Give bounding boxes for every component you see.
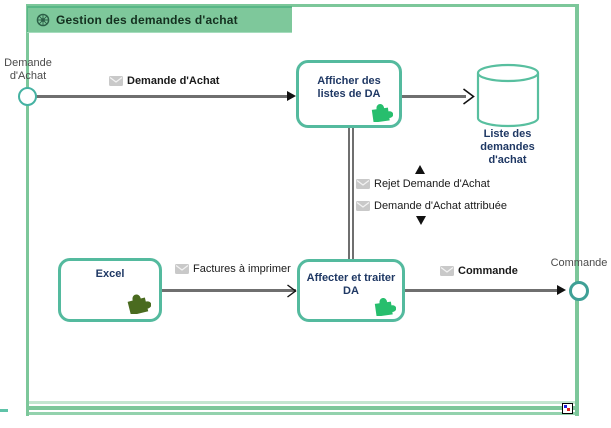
open-arrowhead-icon (287, 284, 297, 298)
up-arrow-icon (415, 165, 425, 174)
envelope-icon (175, 264, 189, 274)
end-event-commande[interactable] (569, 281, 589, 301)
task-affecter-traiter-da[interactable]: Affecter et traiter DA (297, 259, 405, 322)
collapsed-lane-line-3 (29, 412, 575, 415)
envelope-icon (356, 179, 370, 189)
puzzle-icon (127, 294, 151, 314)
envelope-icon (356, 201, 370, 211)
task-afficher-listes-da[interactable]: Afficher des listes de DA (296, 60, 402, 128)
task-label: Affecter et traiter DA (306, 272, 396, 297)
pool-border-right (575, 4, 579, 416)
start-event-demande-achat[interactable] (18, 87, 37, 106)
down-arrow-icon (416, 216, 426, 225)
task-excel[interactable]: Excel (58, 258, 162, 322)
flow-label-demande-achat: Demande d'Achat (109, 75, 219, 87)
pool-border-top (26, 4, 579, 7)
flow-label-commande: Commande (440, 265, 518, 277)
start-event-label: Demande d'Achat (4, 57, 52, 82)
task-label: Excel (95, 268, 125, 280)
datastore-cylinder[interactable] (476, 63, 540, 129)
puzzle-icon (371, 104, 393, 122)
task-label: Afficher des listes de DA (317, 75, 381, 100)
datastore-label: Liste des demandes d'achat (480, 128, 535, 166)
flow-label-factures: Factures à imprimer (175, 263, 291, 275)
message-flow-vertical-1[interactable] (348, 128, 350, 259)
end-event-label: Commande (550, 257, 608, 269)
pool-title: Gestion des demandes d'achat (56, 12, 238, 27)
message-flow-vertical-2[interactable] (352, 128, 354, 259)
arrowhead-icon (287, 91, 296, 101)
data-flow-to-datastore[interactable] (402, 95, 466, 98)
message-flow-commande[interactable] (405, 289, 559, 292)
broken-image-icon (562, 403, 573, 414)
arrowhead-icon (557, 285, 566, 295)
flow-label-attribuee: Demande d'Achat attribuée (356, 200, 507, 212)
canvas-edge-tick (0, 409, 8, 412)
pool-header[interactable]: Gestion des demandes d'achat (27, 6, 292, 33)
puzzle-icon (374, 298, 396, 316)
process-wheel-icon (36, 13, 50, 26)
collapsed-lane-line-1 (29, 401, 575, 404)
message-flow-demande-achat[interactable] (36, 95, 288, 98)
envelope-icon (440, 266, 454, 276)
open-arrowhead-icon (463, 88, 475, 105)
message-flow-factures[interactable] (162, 289, 296, 292)
collapsed-lane-line-2 (29, 406, 575, 410)
envelope-icon (109, 76, 123, 86)
flow-label-rejet: Rejet Demande d'Achat (356, 178, 490, 190)
pool-border-left (26, 4, 29, 416)
